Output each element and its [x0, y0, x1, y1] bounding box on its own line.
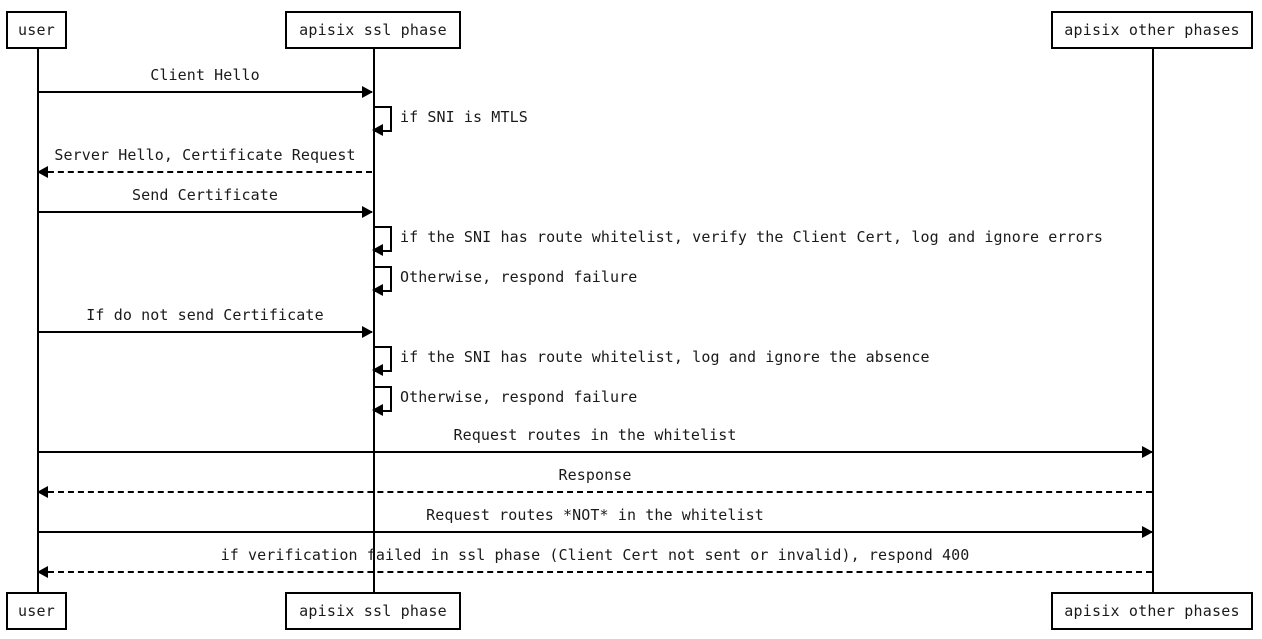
arrowhead-right-icon: [362, 326, 373, 338]
lifeline-other: [1152, 49, 1154, 592]
arrowhead-left-icon: [37, 166, 48, 178]
message-label: Request routes in the whitelist: [453, 426, 737, 444]
message-label: Response: [558, 466, 632, 484]
self-message-label: Otherwise, respond failure: [400, 388, 638, 406]
self-loop-path: [372, 266, 392, 296]
self-loop-path: [372, 226, 392, 256]
message-line: [38, 211, 372, 213]
arrowhead-left-icon: [372, 284, 383, 296]
participant-label: user: [18, 602, 55, 620]
arrowhead-left-icon: [372, 124, 383, 136]
participant-box-user-bottom[interactable]: user: [6, 592, 67, 630]
participant-box-other-bottom[interactable]: apisix other phases: [1051, 592, 1253, 630]
self-message-label: Otherwise, respond failure: [400, 268, 638, 286]
participant-box-other-top[interactable]: apisix other phases: [1051, 11, 1253, 49]
participant-label: user: [18, 21, 55, 39]
arrowhead-right-icon: [362, 86, 373, 98]
arrowhead-right-icon: [1142, 446, 1153, 458]
self-message-label: if the SNI has route whitelist, log and …: [400, 348, 930, 366]
arrowhead-left-icon: [372, 404, 383, 416]
arrowhead-left-icon: [372, 364, 383, 376]
arrowhead-right-icon: [1142, 526, 1153, 538]
lifeline-user: [37, 49, 39, 592]
message-label: Request routes *NOT* in the whitelist: [426, 506, 764, 524]
message-label: Send Certificate: [131, 186, 279, 204]
message-line: [38, 571, 1152, 573]
self-loop-path: [372, 106, 392, 136]
participant-box-ssl-top[interactable]: apisix ssl phase: [285, 11, 461, 49]
message-label: Client Hello: [150, 66, 260, 84]
self-loop-path: [372, 346, 392, 376]
message-line: [38, 91, 372, 93]
arrowhead-left-icon: [37, 566, 48, 578]
arrowhead-left-icon: [37, 486, 48, 498]
message-line: [38, 331, 372, 333]
participant-label: apisix ssl phase: [299, 602, 447, 620]
message-line: [38, 171, 372, 173]
arrowhead-left-icon: [372, 244, 383, 256]
participant-label: apisix other phases: [1064, 602, 1240, 620]
participant-box-ssl-bottom[interactable]: apisix ssl phase: [285, 592, 461, 630]
self-message-label: if the SNI has route whitelist, verify t…: [400, 228, 1104, 246]
message-label: Server Hello, Certificate Request: [54, 146, 356, 164]
message-label: If do not send Certificate: [86, 306, 324, 324]
participant-label: apisix ssl phase: [299, 21, 447, 39]
participant-box-user-top[interactable]: user: [6, 11, 67, 49]
self-loop-path: [372, 386, 392, 416]
participant-label: apisix other phases: [1064, 21, 1240, 39]
message-line: [38, 451, 1152, 453]
message-line: [38, 491, 1152, 493]
message-label: if verification failed in ssl phase (Cli…: [220, 546, 970, 564]
lifeline-ssl: [373, 49, 375, 592]
message-line: [38, 531, 1152, 533]
self-message-label: if SNI is MTLS: [400, 108, 528, 126]
arrowhead-right-icon: [362, 206, 373, 218]
